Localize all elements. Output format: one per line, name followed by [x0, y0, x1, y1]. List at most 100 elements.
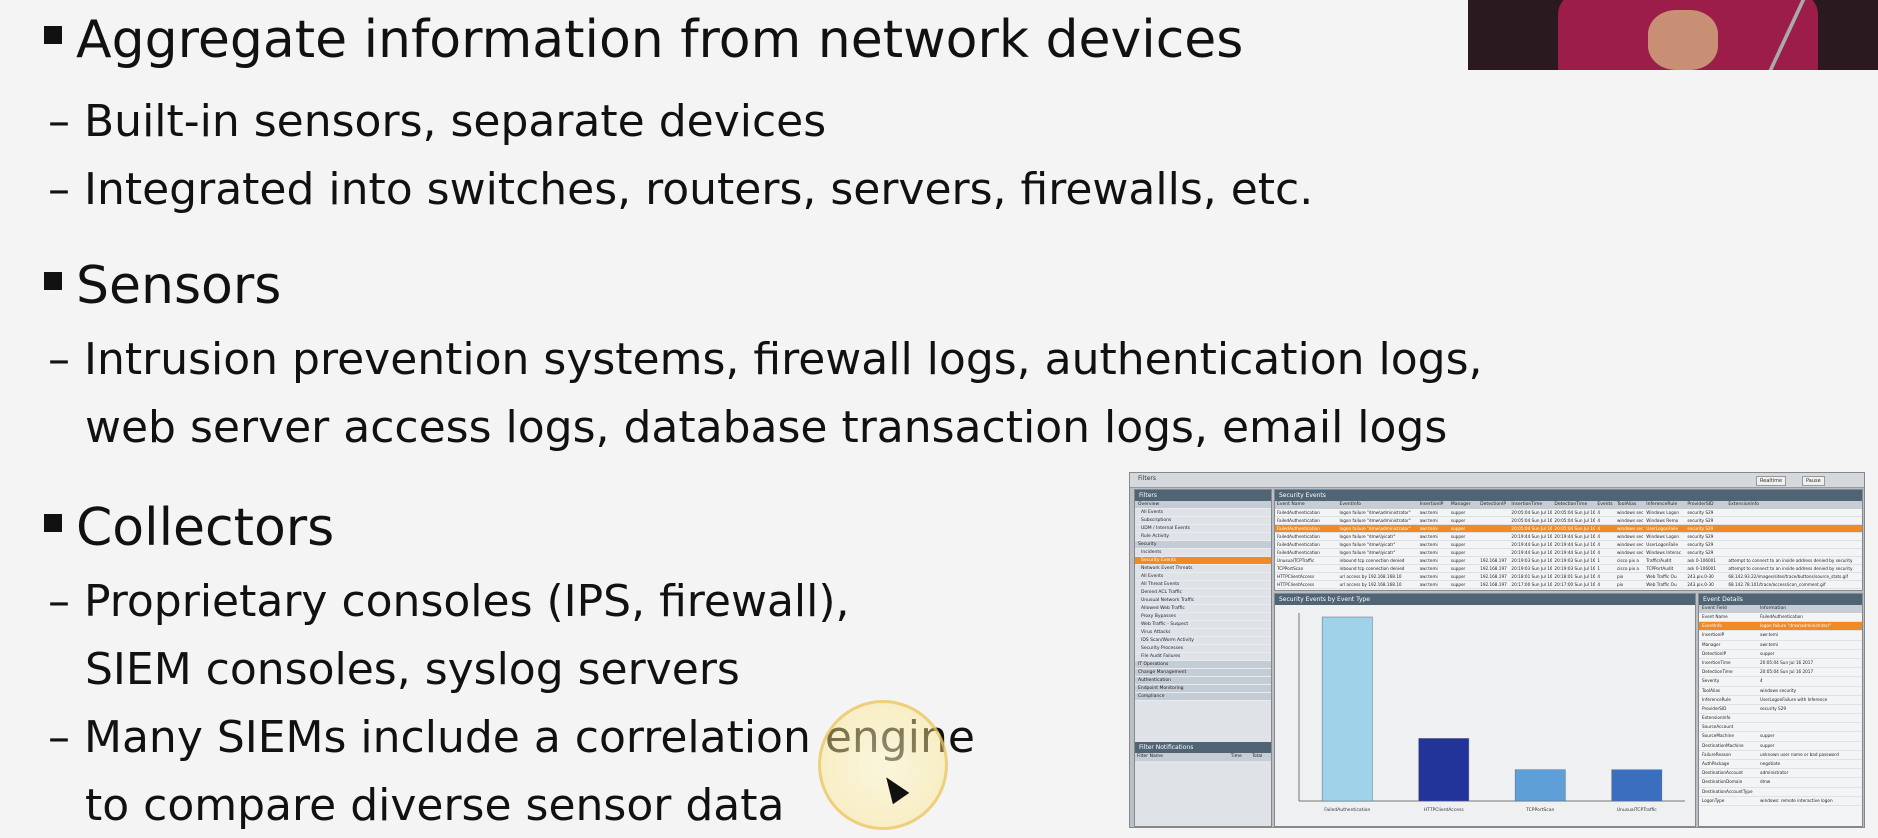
filter-item[interactable]: Security [1135, 541, 1271, 549]
column-header[interactable]: EventInfo [1339, 502, 1361, 507]
detail-field: InsertionIP [1702, 632, 1725, 638]
column-header[interactable]: Events [1597, 502, 1613, 507]
table-cell: Windows Logon [1646, 510, 1680, 515]
table-cell: awr.temi [1419, 582, 1438, 587]
filter-item[interactable]: Security Processes [1135, 645, 1271, 653]
filter-item[interactable]: IDS Scan/Worm Activity [1135, 637, 1271, 645]
filter-item[interactable]: Subscriptions [1135, 517, 1271, 525]
column-header[interactable]: Time [1230, 754, 1242, 759]
column-header[interactable]: Filter Name [1137, 754, 1163, 759]
column-header[interactable]: Total [1251, 754, 1263, 759]
detail-row[interactable]: ExtensionInfo [1699, 714, 1862, 724]
table-cell: supper [1450, 550, 1466, 555]
table-cell: supper [1450, 558, 1466, 563]
table-cell: 20:19:03 Sun Jul 16 [1554, 558, 1596, 563]
cursor-highlight [818, 700, 948, 830]
column-header[interactable]: ExtensionInfo [1728, 502, 1759, 507]
filter-item[interactable]: Security Events [1135, 557, 1271, 565]
filter-item[interactable]: Authentication [1135, 677, 1271, 685]
bar[interactable] [1321, 616, 1373, 802]
column-header[interactable]: InsertionTime [1511, 502, 1543, 507]
filter-item[interactable]: Endpoint Monitoring [1135, 685, 1271, 693]
column-header[interactable]: DetectionTime [1554, 502, 1588, 507]
table-cell: windows sec [1616, 526, 1644, 531]
filter-item[interactable]: IT Operations [1135, 661, 1271, 669]
refresh-select[interactable]: Realtime [1756, 476, 1787, 486]
filter-item[interactable]: All Events [1135, 509, 1271, 517]
filter-item[interactable]: Web Traffic - Suspect [1135, 621, 1271, 629]
column-header[interactable]: Information [1760, 606, 1787, 611]
detail-row[interactable]: DestinationAccountType [1699, 788, 1862, 797]
bar[interactable] [1418, 738, 1470, 802]
table-cell: Windows Interac [1646, 550, 1682, 555]
filter-item[interactable]: Proxy Bypasses [1135, 613, 1271, 621]
bar[interactable] [1611, 769, 1663, 802]
filter-item[interactable]: All Events [1135, 573, 1271, 581]
filter-item[interactable]: Overview [1135, 501, 1271, 509]
table-cell: 4 [1597, 526, 1601, 531]
filter-item[interactable]: Compliance [1135, 693, 1271, 701]
column-header[interactable]: InferenceRule [1646, 502, 1678, 507]
bullet-text: Aggregate information from network devic… [76, 10, 1244, 70]
filter-item[interactable]: UDM / Internal Events [1135, 525, 1271, 533]
column-header[interactable]: Event Name [1277, 502, 1305, 507]
subbullet-continuation: web server access logs, database transac… [85, 402, 1448, 453]
table-cell: windows sec [1616, 542, 1644, 547]
table-cell: 192.168.197 [1480, 574, 1507, 579]
detail-row[interactable]: SourceAccount [1699, 723, 1862, 733]
column-header[interactable]: ToolAlias [1616, 502, 1637, 507]
filter-item[interactable]: Virus Attacks [1135, 629, 1271, 637]
column-header[interactable]: DetectionIP [1480, 502, 1507, 507]
column-header[interactable]: Event Field [1702, 606, 1727, 611]
table-cell [1726, 509, 1862, 516]
pause-button[interactable]: Pause [1802, 476, 1825, 486]
column-header[interactable]: ProviderSID [1687, 502, 1714, 507]
filter-item[interactable]: All Threat Events [1135, 581, 1271, 589]
table-cell: windows sec [1616, 550, 1644, 555]
filter-item[interactable]: Network Event Threats [1135, 565, 1271, 573]
table-cell: windows sec [1616, 518, 1644, 523]
column-header[interactable]: InsertionIP [1419, 502, 1444, 507]
filter-item[interactable]: Rule Activity [1135, 533, 1271, 541]
table-cell: logon failure "dmw\administrator" [1339, 526, 1411, 531]
filter-item[interactable]: Change Management [1135, 669, 1271, 677]
table-cell [1478, 509, 1509, 516]
column-header[interactable]: Manager [1450, 502, 1471, 507]
bar[interactable] [1514, 769, 1566, 802]
window-tab[interactable]: Filters [1138, 475, 1156, 482]
filter-item[interactable]: File Audit Failures [1135, 653, 1271, 661]
filter-item[interactable]: Allowed Web Traffic [1135, 605, 1271, 613]
table-cell: 20:19:44 Sun Jul 16 [1511, 534, 1553, 539]
filter-item[interactable]: Unusual Network Traffic [1135, 597, 1271, 605]
filter-item[interactable]: Denied ACL Traffic [1135, 589, 1271, 597]
filter-item[interactable]: Incidents [1135, 549, 1271, 557]
